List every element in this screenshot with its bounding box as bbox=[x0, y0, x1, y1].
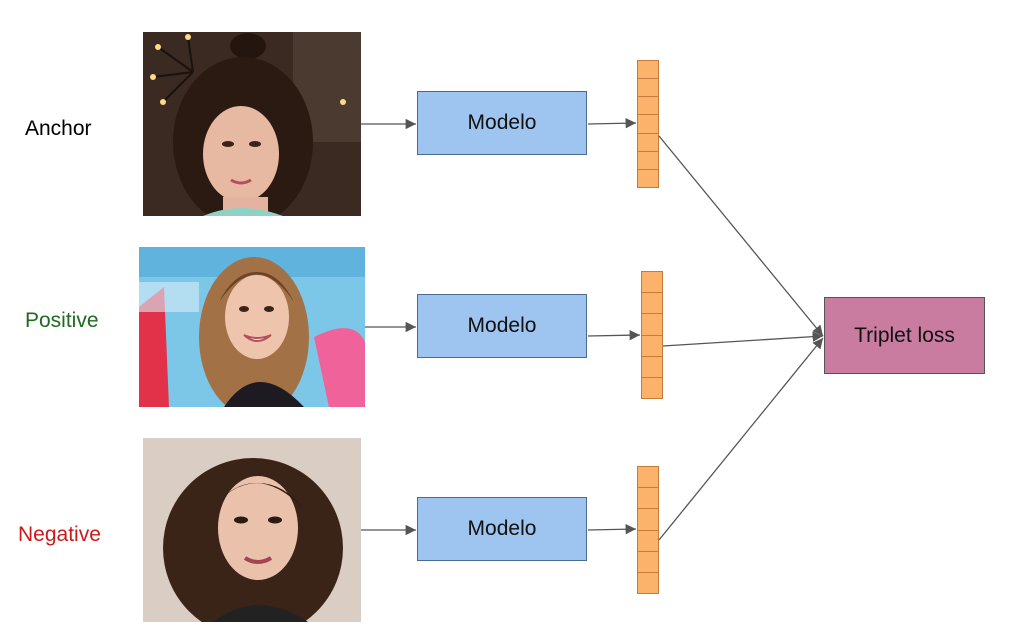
negative-model-label: Modelo bbox=[467, 517, 537, 540]
embedding-cell bbox=[638, 97, 658, 116]
embedding-cell bbox=[642, 293, 662, 315]
triplet-loss-box: Triplet loss bbox=[824, 297, 985, 374]
embedding-cell bbox=[638, 79, 658, 98]
embedding-cell bbox=[638, 467, 658, 489]
positive-model-label: Modelo bbox=[467, 314, 537, 337]
embedding-cell bbox=[638, 170, 658, 187]
negative-label: Negative bbox=[18, 523, 101, 546]
triplet-loss-label: Triplet loss bbox=[854, 323, 955, 347]
positive-label: Positive bbox=[25, 309, 99, 332]
embedding-cell bbox=[638, 152, 658, 170]
embedding-cell bbox=[638, 488, 658, 510]
embedding-cell bbox=[638, 115, 658, 134]
embedding-cell bbox=[638, 509, 658, 531]
anchor-embedding-to-loss-arrow bbox=[658, 135, 824, 337]
embedding-cell bbox=[642, 357, 662, 378]
positive-model-to-embedding-arrow bbox=[587, 330, 641, 341]
embedding-cell bbox=[642, 272, 662, 294]
anchor-embedding-vector bbox=[637, 60, 659, 188]
anchor-model-box: Modelo bbox=[417, 91, 587, 155]
anchor-model-label: Modelo bbox=[467, 111, 537, 134]
embedding-cell bbox=[638, 61, 658, 80]
positive-model-box: Modelo bbox=[417, 294, 587, 358]
negative-embedding-to-loss-arrow bbox=[658, 337, 824, 541]
negative-face-photo bbox=[143, 438, 361, 622]
negative-model-to-embedding-arrow bbox=[587, 524, 637, 535]
anchor-face-photo bbox=[143, 32, 361, 216]
embedding-cell bbox=[638, 573, 658, 593]
positive-embedding-vector bbox=[641, 271, 663, 399]
anchor-label: Anchor bbox=[25, 117, 92, 140]
positive-face-photo bbox=[139, 247, 365, 407]
negative-embedding-vector bbox=[637, 466, 659, 594]
negative-model-box: Modelo bbox=[417, 497, 587, 561]
embedding-cell bbox=[642, 314, 662, 336]
positive-embedding-to-loss-arrow bbox=[662, 331, 824, 347]
embedding-cell bbox=[638, 552, 658, 573]
embedding-cell bbox=[638, 531, 658, 552]
embedding-cell bbox=[642, 336, 662, 357]
embedding-cell bbox=[642, 378, 662, 398]
anchor-model-to-embedding-arrow bbox=[587, 118, 637, 129]
embedding-cell bbox=[638, 134, 658, 152]
